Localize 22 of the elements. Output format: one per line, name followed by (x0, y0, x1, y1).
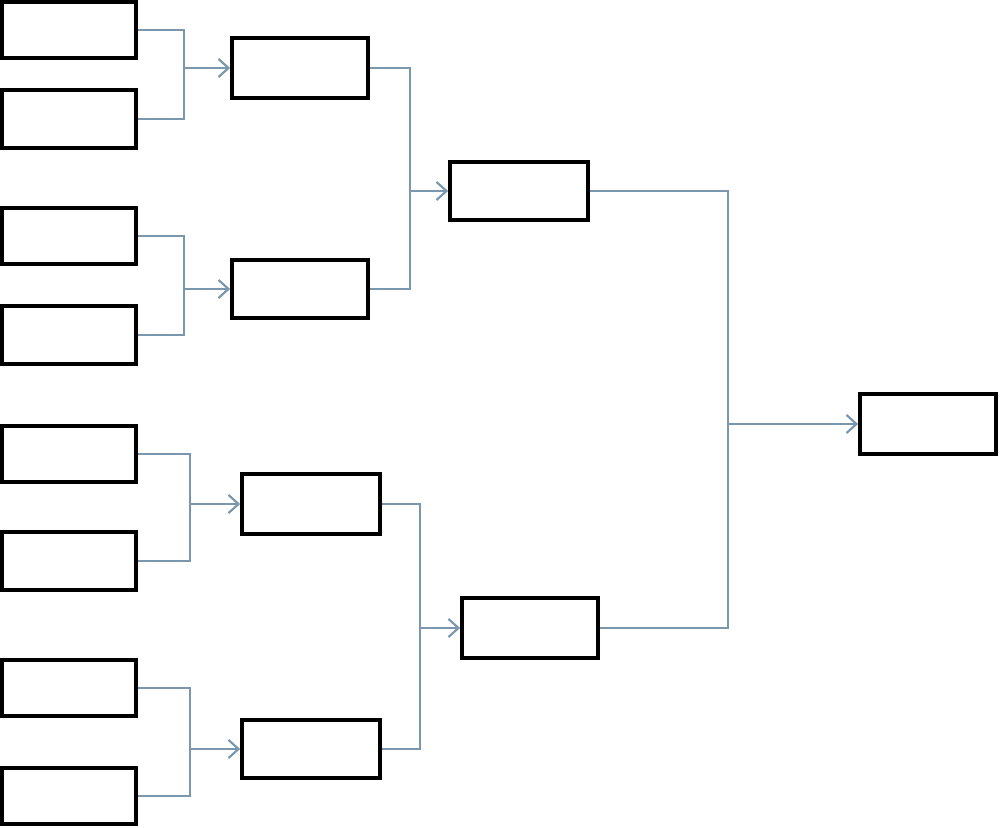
bracket-box (0, 766, 138, 826)
bracket-box (0, 88, 138, 150)
arrow (599, 414, 858, 629)
bracket-box (230, 258, 370, 320)
bracket-box (0, 304, 138, 366)
bracket-box (858, 392, 998, 456)
arrow (137, 58, 230, 120)
bracket-box (0, 658, 138, 718)
arrow (137, 279, 230, 336)
bracket-box (0, 424, 138, 484)
bracket-box (460, 596, 600, 660)
arrow (369, 181, 448, 290)
bracket-box (240, 472, 382, 536)
bracket-box (0, 206, 138, 266)
bracket-box (0, 0, 138, 60)
bracket-box (230, 36, 370, 100)
bracket-box (0, 530, 138, 592)
arrow (381, 618, 460, 750)
bracket-box (448, 160, 590, 222)
arrow (137, 494, 240, 562)
bracket-box (240, 718, 382, 780)
arrow (137, 739, 240, 797)
